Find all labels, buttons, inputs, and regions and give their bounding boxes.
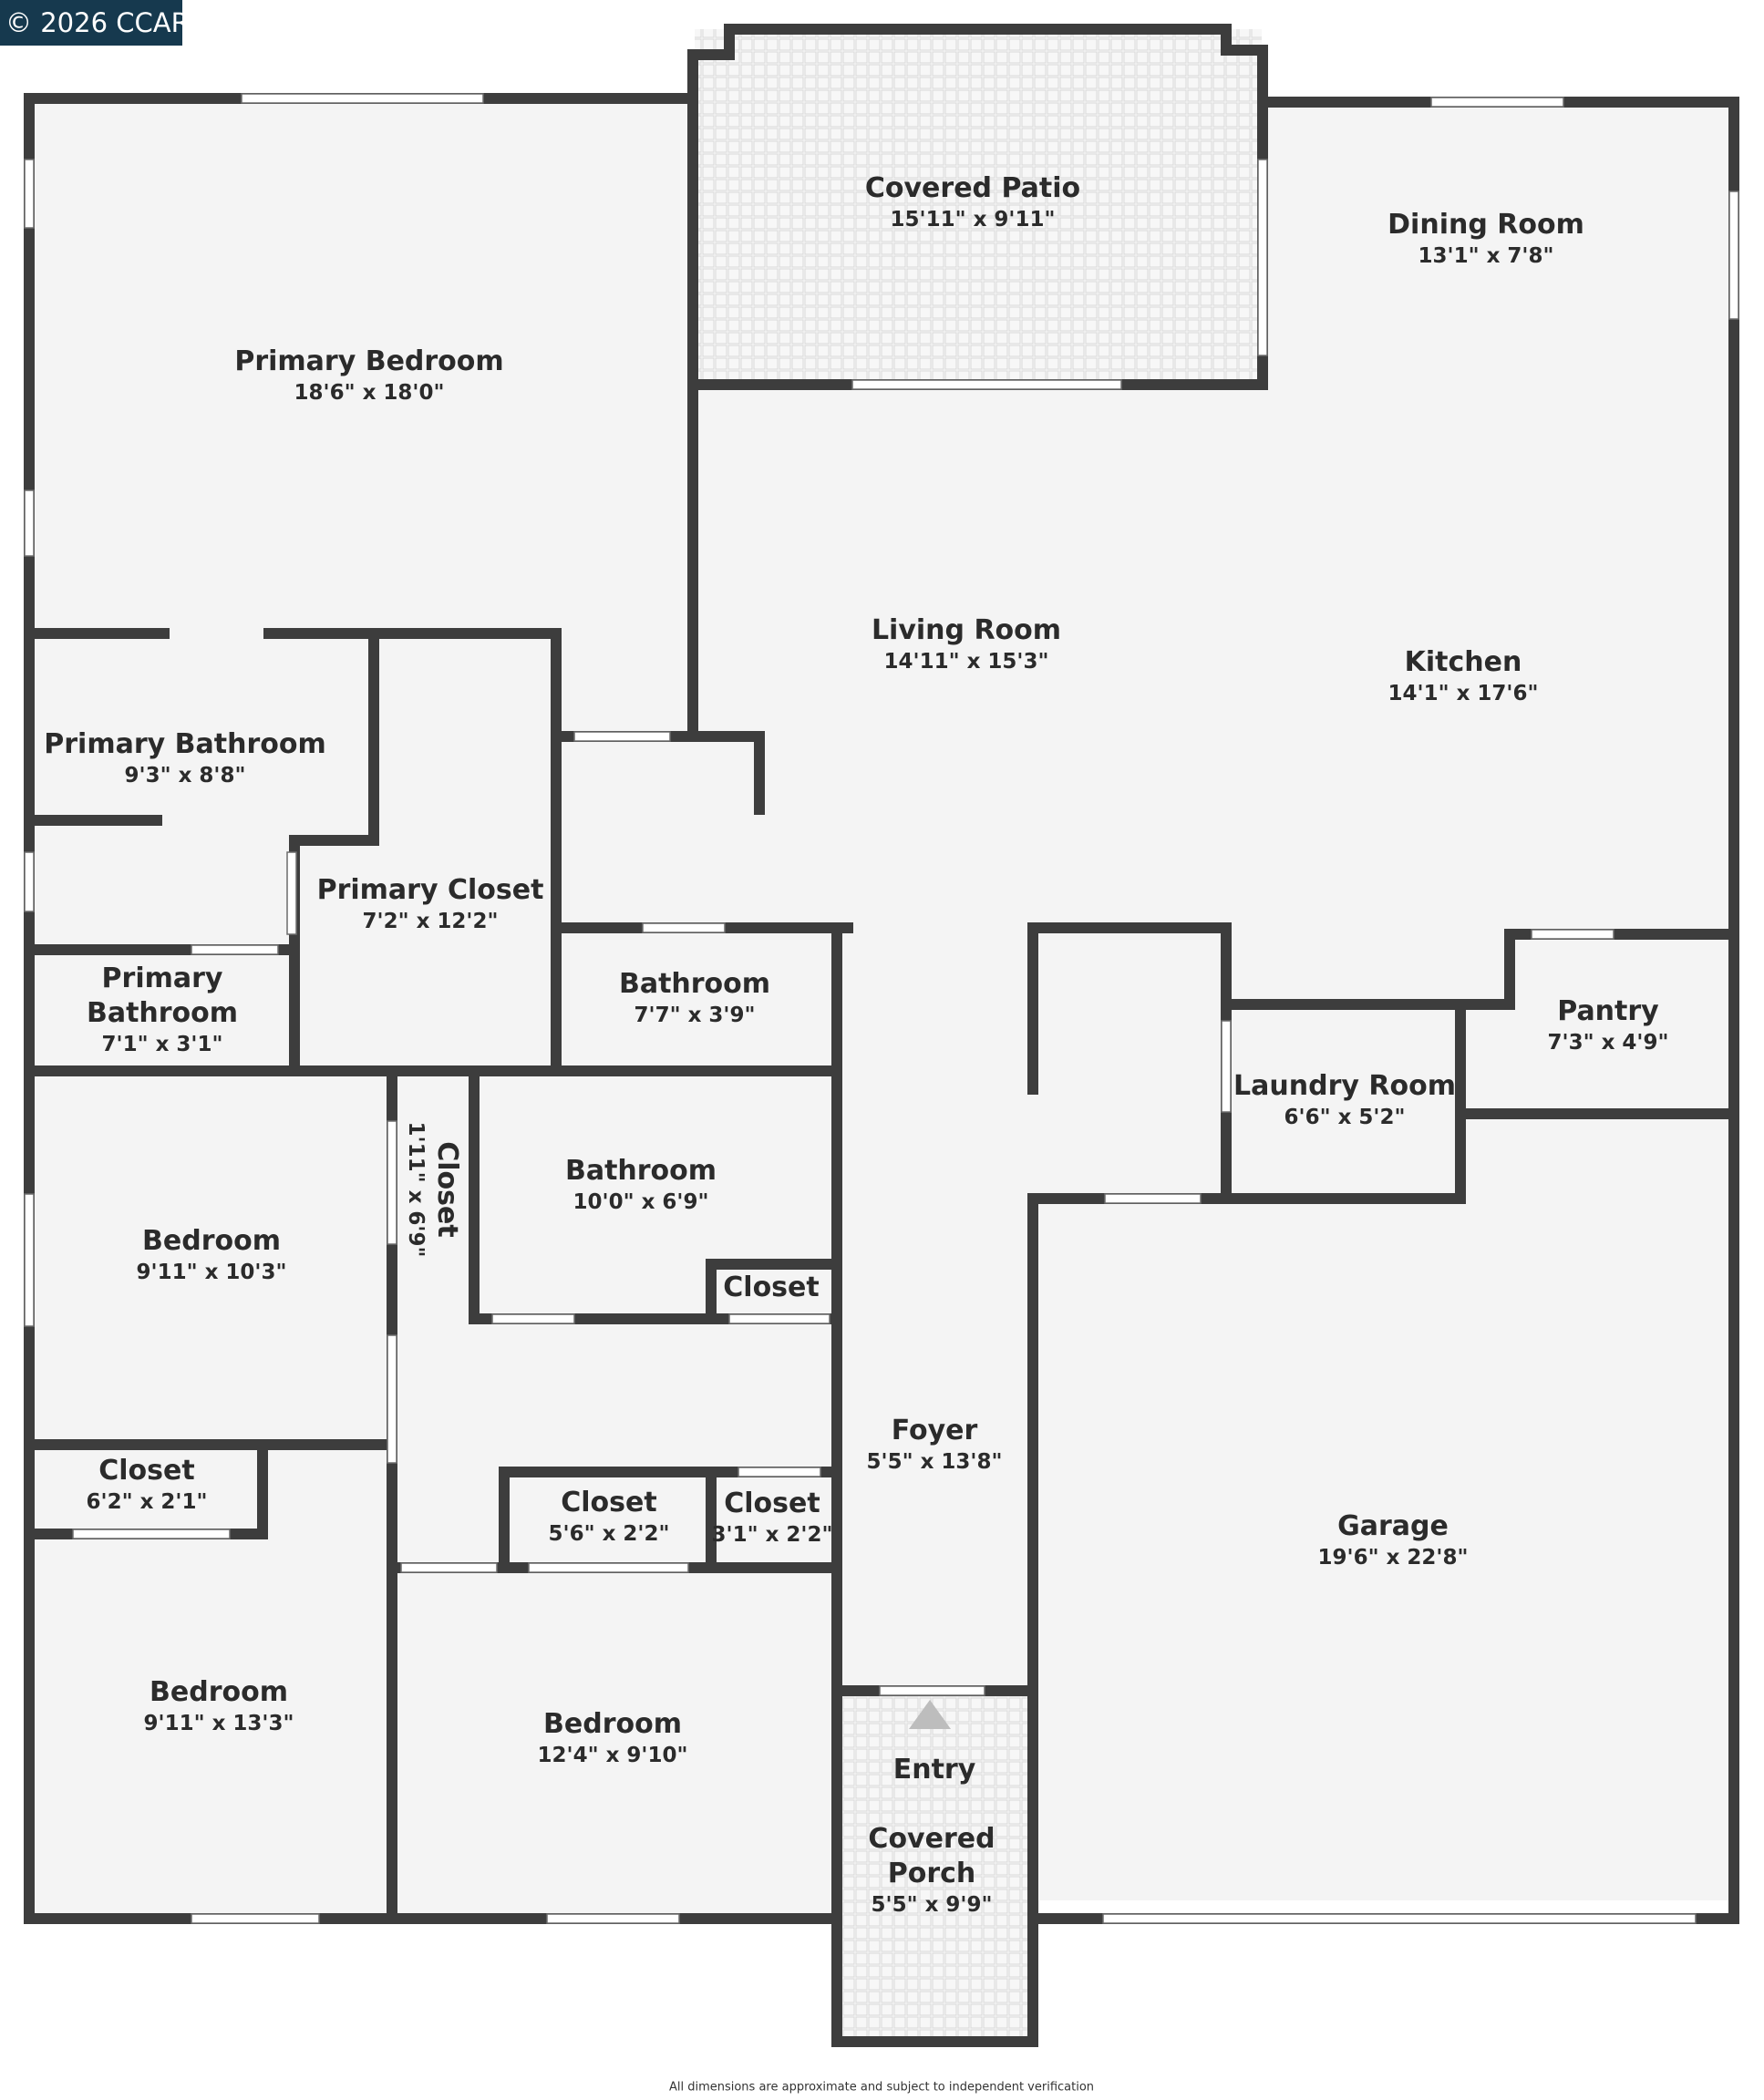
- room-dimensions: 19'6" x 22'8": [1317, 1546, 1469, 1570]
- room-dimensions: 13'1" x 7'8": [1418, 244, 1554, 268]
- room-closet-small: Closet: [723, 1271, 819, 1305]
- room-living-room: Living Room 14'11" x 15'3": [872, 613, 1061, 675]
- room-name: Bedroom: [142, 1225, 281, 1257]
- room-kitchen: Kitchen 14'1" x 17'6": [1388, 645, 1539, 707]
- room-dimensions: 1'11" x 6'9": [404, 1121, 428, 1258]
- room-name: Kitchen: [1404, 646, 1522, 678]
- room-name: Closet: [98, 1455, 195, 1487]
- room-name: Entry: [892, 1754, 976, 1786]
- room-name: Covered Patio: [864, 172, 1081, 204]
- room-name: Dining Room: [1387, 209, 1584, 241]
- room-dimensions: 5'5" x 13'8": [866, 1450, 1003, 1474]
- room-primary-bathroom: Primary Bathroom 9'3" x 8'8": [44, 727, 325, 789]
- room-bedroom-3: Bedroom 12'4" x 9'10": [538, 1707, 688, 1769]
- room-bathroom-upper: Bathroom 7'7" x 3'9": [619, 967, 770, 1029]
- room-closet-a: Closet 6'2" x 2'1": [87, 1454, 208, 1516]
- room-laundry-room: Laundry Room 6'6" x 5'2": [1233, 1069, 1456, 1131]
- room-name: Foyer: [891, 1415, 978, 1446]
- room-dimensions: 7'2" x 12'2": [362, 910, 499, 933]
- room-dimensions: 15'11" x 9'11": [890, 208, 1056, 232]
- room-dimensions: 5'6" x 2'2": [548, 1522, 670, 1546]
- room-entry: Entry: [893, 1753, 976, 1787]
- room-foyer: Foyer 5'5" x 13'8": [867, 1414, 1003, 1476]
- copyright-badge: © 2026 CCAR: [0, 0, 190, 46]
- room-name: Closet: [561, 1487, 657, 1518]
- room-covered-patio: Covered Patio 15'11" x 9'11": [865, 171, 1080, 233]
- room-dimensions: 6'2" x 2'1": [86, 1490, 208, 1514]
- room-dimensions: 7'3" x 4'9": [1547, 1031, 1669, 1055]
- floor-fill: [29, 29, 1734, 2042]
- room-bedroom-2: Bedroom 9'11" x 13'3": [144, 1675, 294, 1737]
- room-dimensions: 9'11" x 10'3": [136, 1261, 287, 1284]
- room-bedroom-1: Bedroom 9'11" x 10'3": [137, 1224, 287, 1286]
- room-name: Primary Bathroom: [44, 728, 326, 760]
- room-primary-bedroom: Primary Bedroom 18'6" x 18'0": [234, 345, 503, 407]
- entry-arrow-icon: [909, 1700, 951, 1729]
- room-name: Bathroom: [618, 968, 771, 1000]
- room-closet-c: Closet 3'1" x 2'2": [712, 1487, 833, 1549]
- room-bathroom-lower: Bathroom 10'0" x 6'9": [565, 1154, 717, 1216]
- room-name: Bathroom: [564, 1155, 717, 1187]
- room-covered-porch: Covered Porch 5'5" x 9'9": [868, 1822, 995, 1919]
- windows: [24, 93, 1739, 1924]
- disclaimer-footer: All dimensions are approximate and subje…: [668, 2080, 1095, 2095]
- room-name: Living Room: [871, 614, 1062, 646]
- room-name: Pantry: [1557, 995, 1659, 1027]
- room-closet-vertical: Closet 1'11" x 6'9": [402, 1122, 464, 1258]
- room-name: Closet: [723, 1271, 820, 1303]
- room-primary-bathroom-small: Primary Bathroom 7'1" x 3'1": [87, 962, 238, 1058]
- room-dimensions: 14'11" x 15'3": [883, 650, 1049, 674]
- room-name: Primary Bedroom: [234, 345, 504, 377]
- room-name: Garage: [1337, 1510, 1449, 1542]
- room-dimensions: 9'3" x 8'8": [124, 764, 246, 788]
- room-name: Primary Closet: [316, 874, 544, 906]
- room-name-line2: Porch: [887, 1858, 976, 1889]
- room-dimensions: 14'1" x 17'6": [1387, 682, 1539, 705]
- room-dimensions: 7'7" x 3'9": [634, 1004, 756, 1027]
- room-dimensions: 7'1" x 3'1": [101, 1033, 223, 1056]
- room-name-line1: Primary: [101, 962, 223, 994]
- room-dimensions: 12'4" x 9'10": [537, 1744, 688, 1767]
- room-name-line2: Bathroom: [86, 997, 239, 1029]
- room-name: Laundry Room: [1233, 1070, 1456, 1102]
- room-name-line1: Covered: [868, 1823, 995, 1855]
- room-name: Bedroom: [543, 1708, 682, 1740]
- room-dimensions: 18'6" x 18'0": [294, 381, 445, 405]
- room-pantry: Pantry 7'3" x 4'9": [1548, 994, 1669, 1056]
- room-name: Bedroom: [150, 1676, 288, 1708]
- room-garage: Garage 19'6" x 22'8": [1318, 1509, 1469, 1571]
- room-dimensions: 10'0" x 6'9": [573, 1190, 709, 1214]
- room-primary-closet: Primary Closet 7'2" x 12'2": [317, 873, 544, 935]
- room-dimensions: 5'5" x 9'9": [871, 1893, 993, 1917]
- patio-floor: [695, 29, 1262, 383]
- room-name: Closet: [724, 1488, 820, 1519]
- room-dimensions: 9'11" x 13'3": [143, 1712, 294, 1735]
- room-closet-b: Closet 5'6" x 2'2": [549, 1486, 670, 1548]
- room-dimensions: 3'1" x 2'2": [711, 1523, 833, 1547]
- porch-floor: [839, 1686, 1033, 2042]
- room-dining-room: Dining Room 13'1" x 7'8": [1387, 208, 1584, 270]
- room-dimensions: 6'6" x 5'2": [1284, 1106, 1406, 1129]
- room-name: Closet: [431, 1141, 463, 1238]
